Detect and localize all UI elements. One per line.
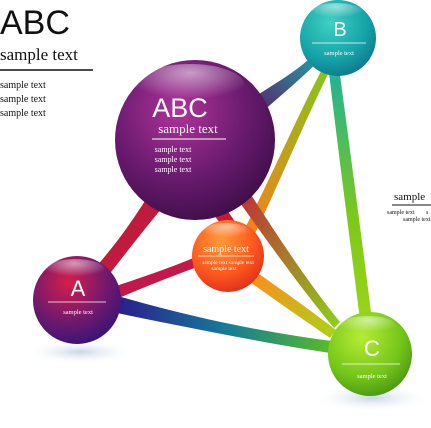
connector-main-c (238, 190, 340, 328)
node-main: ABC sample text sample text sample text … (115, 60, 275, 220)
node-a-gloss (45, 259, 105, 281)
node-main-line-1: sample text (155, 145, 192, 154)
header-line-2: sample text (0, 94, 46, 105)
node-center-title: sample text (203, 244, 249, 255)
node-main-line-3: sample text (155, 165, 192, 174)
node-a-shadow (22, 340, 138, 364)
node-center-gloss (202, 223, 250, 241)
connector-main-a (95, 190, 170, 276)
node-b-bubble (300, 0, 376, 76)
connector-a-c (112, 296, 340, 354)
node-main-title: ABC (152, 93, 208, 123)
node-b: B sample text (300, 0, 376, 76)
header-block: ABC sample text sample text sample text … (0, 4, 93, 119)
node-center: sample text sample text sample text samp… (192, 220, 264, 292)
node-a: A sample text (33, 256, 121, 344)
connector-a-center (110, 256, 200, 300)
node-c-letter: C (364, 336, 380, 361)
node-center-line-2: sample text (211, 266, 237, 272)
node-a-letter: A (71, 276, 86, 301)
node-b-gloss (310, 3, 362, 21)
connector-b-c (328, 60, 372, 320)
node-center-line-1: sample text sample text (202, 260, 254, 266)
side-note-line-1: sample text (387, 210, 415, 216)
side-note-line-1b: s (426, 210, 429, 216)
node-c-gloss (340, 316, 396, 336)
connector-center-b (240, 62, 332, 244)
node-main-line-2: sample text (155, 155, 192, 164)
header-title: ABC (0, 4, 70, 42)
node-b-label: sample text (324, 50, 354, 57)
connector-center-c (250, 272, 336, 338)
side-note-line-2: sample text (403, 217, 431, 223)
side-note: sample sample text s sample text (387, 191, 431, 223)
node-c: C sample text (328, 312, 412, 396)
header-subtitle: sample text (0, 45, 78, 64)
header-line-1: sample text (0, 80, 46, 91)
header-line-3: sample text (0, 108, 46, 119)
connectors (95, 50, 372, 354)
node-a-label: sample text (63, 309, 93, 316)
node-c-shadow (312, 384, 431, 412)
node-c-label: sample text (357, 373, 387, 380)
node-main-gloss (135, 64, 245, 108)
side-note-title: sample (394, 191, 425, 203)
node-b-letter: B (333, 19, 346, 41)
connector-main-b (250, 50, 322, 112)
node-main-subtitle: sample text (158, 121, 218, 136)
